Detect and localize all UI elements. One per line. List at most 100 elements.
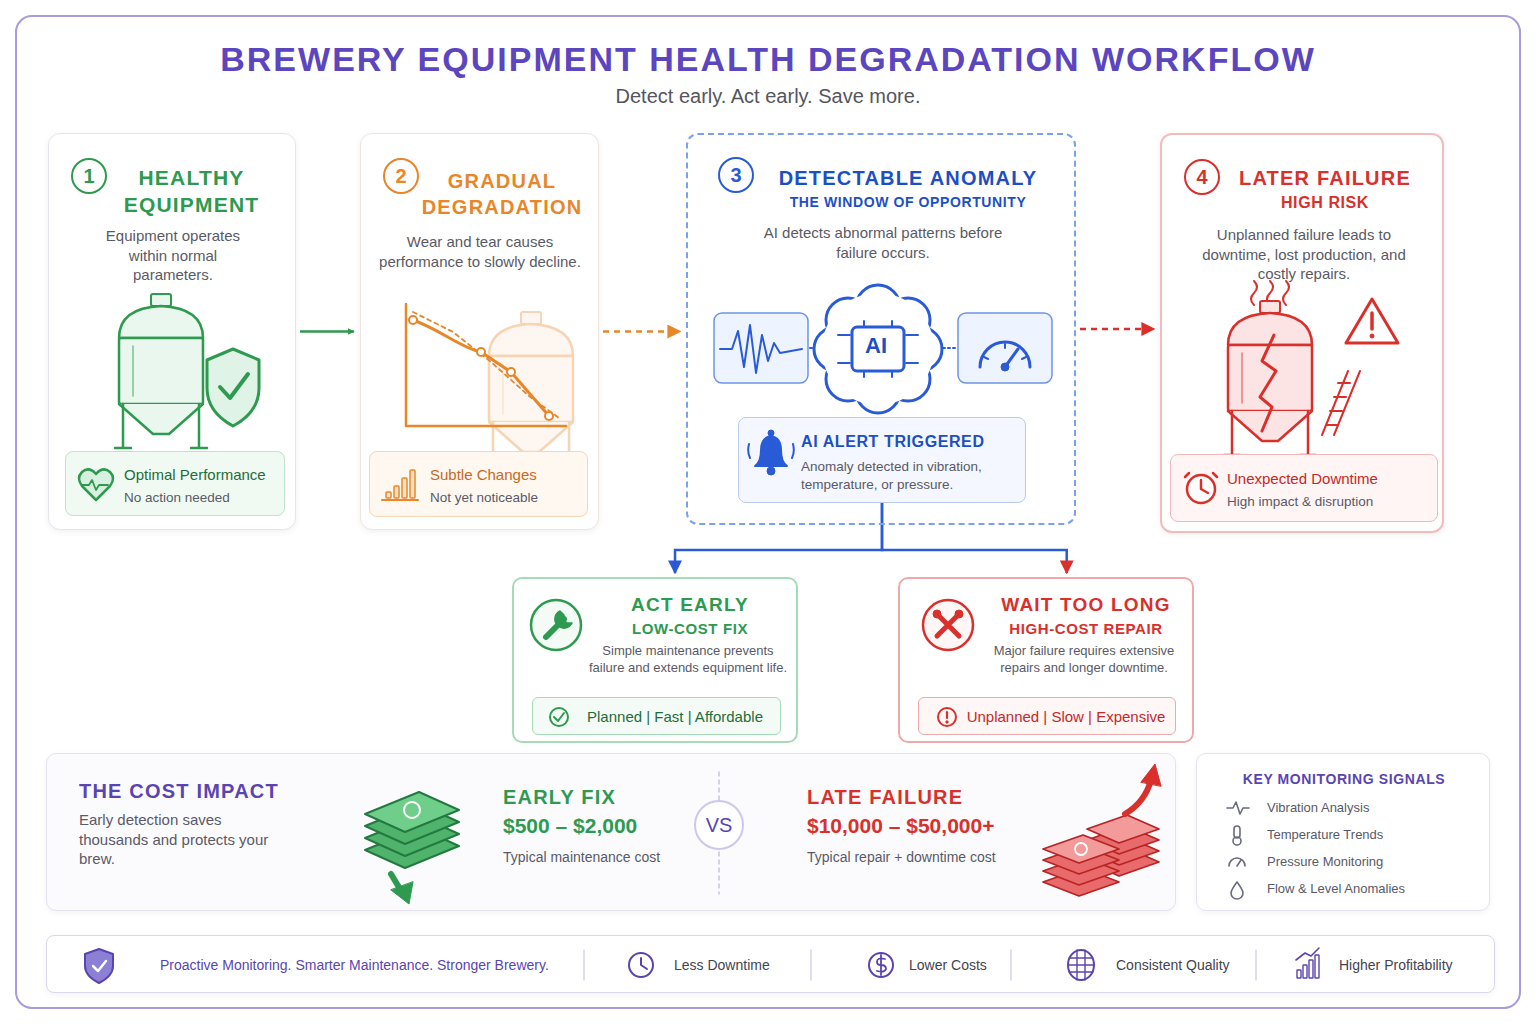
heading-text: AI ALERT TRIGGERED [801, 432, 1019, 453]
callout-number: 4 [1184, 159, 1220, 195]
body-text: Not yet noticeable [430, 489, 582, 507]
icon-part [856, 285, 900, 329]
callout-number: 1 [71, 158, 107, 194]
icon-part [391, 874, 403, 894]
status-box: Unexpected DowntimeHigh impact & disrupt… [1170, 454, 1438, 522]
icon-part [810, 950, 812, 980]
heading-text: EARLY FIX [503, 784, 703, 810]
icon-part [946, 712, 948, 718]
body-text: Typical maintenance cost [503, 848, 723, 866]
heading-text: LOW-COST FIX [588, 619, 792, 639]
stage-card: 4LATER FAILUREHIGH RISKUnplanned failure… [1160, 133, 1444, 533]
icon-part [1125, 780, 1151, 814]
body-text: Pressure Monitoring [1267, 854, 1477, 871]
icon-part [365, 804, 459, 844]
body-text: Unplanned | Slow | Expensive [963, 707, 1169, 727]
icon-part [115, 404, 207, 448]
heading-text: ACT EARLY [588, 593, 792, 618]
illustration [66, 452, 284, 515]
icon-part [555, 611, 572, 628]
heading-text: LATER FAILURE [1220, 165, 1430, 191]
body-text: Major failure requires extensive repairs… [980, 643, 1188, 677]
icon-part [720, 325, 802, 373]
icon-part [394, 486, 399, 498]
illustration [1171, 455, 1437, 521]
icon-part [409, 316, 417, 324]
icon-part [382, 499, 418, 501]
icon-part [93, 961, 106, 971]
heading-text: LATE FAILURE [807, 784, 1047, 810]
heading-text: HIGH-COST REPAIR [984, 619, 1188, 639]
body-text: Anomaly detected in vibration, temperatu… [801, 458, 1019, 493]
icon-part [1087, 837, 1159, 865]
icon-part [1231, 882, 1243, 899]
callout-number: 2 [383, 158, 419, 194]
icon-part [822, 293, 934, 405]
icon-part [477, 348, 485, 356]
callout-number: 3 [718, 157, 754, 193]
page-frame [16, 16, 1520, 1008]
icon-part [119, 306, 203, 338]
icon-part [1087, 848, 1159, 876]
icon-part [1228, 411, 1312, 441]
icon-part [1241, 353, 1243, 403]
icon-part [1224, 411, 1316, 455]
icon-part [1141, 764, 1161, 786]
heading-text: DETECTABLE ANOMALY [758, 165, 1058, 191]
subtitle: Detect early. Act early. Save more. [0, 85, 1536, 108]
icon-part [1185, 473, 1217, 493]
icon-part [1234, 826, 1240, 838]
body-text: Planned | Fast | Affordable [575, 707, 775, 727]
icon-part [755, 436, 787, 466]
icon-part [1297, 970, 1301, 978]
icon-part [489, 356, 573, 422]
stage-card: 3DETECTABLE ANOMALYTHE WINDOW OF OPPORTU… [686, 133, 1076, 525]
icon-part [531, 600, 581, 650]
stage-card: 1HEALTHY EQUIPMENTEquipment operates wit… [48, 133, 296, 530]
body-text: Proactive Monitoring. Smarter Maintenanc… [160, 956, 580, 974]
signals-panel: KEY MONITORING SIGNALSVibration Analysis… [1196, 753, 1490, 911]
icon-part [748, 444, 794, 458]
icon-part [119, 404, 203, 434]
body-text: Subtle Changes [430, 465, 582, 485]
stage-card: 2GRADUAL DEGRADATIONWear and tear causes… [360, 133, 599, 530]
body-text: $500 – $2,000 [503, 812, 703, 839]
body-text: Temperature Trends [1267, 827, 1477, 844]
tag-bar: Planned | Fast | Affordable [532, 697, 781, 735]
icon-part [1346, 299, 1398, 343]
icon-part [151, 294, 171, 306]
icon-part [1227, 802, 1249, 814]
icon-part [1068, 950, 1094, 980]
icon-part [119, 338, 203, 404]
icon-part [886, 298, 930, 342]
icon-part [1370, 334, 1374, 338]
icon-part [826, 357, 870, 401]
icon-part [365, 792, 459, 832]
icon-part [1260, 301, 1280, 313]
icon-part [1228, 313, 1312, 345]
icon-part [1068, 950, 1094, 980]
icon-part [1087, 815, 1159, 843]
tag-bar: Unplanned | Slow | Expensive [918, 697, 1176, 735]
icon-part [1322, 371, 1360, 435]
icon-part [391, 882, 413, 904]
icon-part [1255, 950, 1257, 980]
icon-part [984, 344, 1026, 359]
body-text: No action needed [124, 489, 279, 507]
icon-part [413, 320, 549, 416]
icon-part [1043, 846, 1119, 874]
icon-part [1303, 965, 1307, 978]
icon-part [767, 467, 775, 475]
heading-text: HIGH RISK [1220, 193, 1430, 214]
heading-text: THE COST IMPACT [79, 778, 339, 804]
icon-part [521, 312, 541, 324]
icon-part [220, 374, 248, 398]
icon-part [955, 610, 963, 618]
icon-part [814, 327, 858, 371]
icon-part [82, 480, 108, 490]
icon-part [502, 364, 504, 414]
icon-part [1251, 281, 1289, 305]
heading-text: KEY MONITORING SIGNALS [1211, 770, 1477, 788]
icon-part [413, 312, 559, 418]
